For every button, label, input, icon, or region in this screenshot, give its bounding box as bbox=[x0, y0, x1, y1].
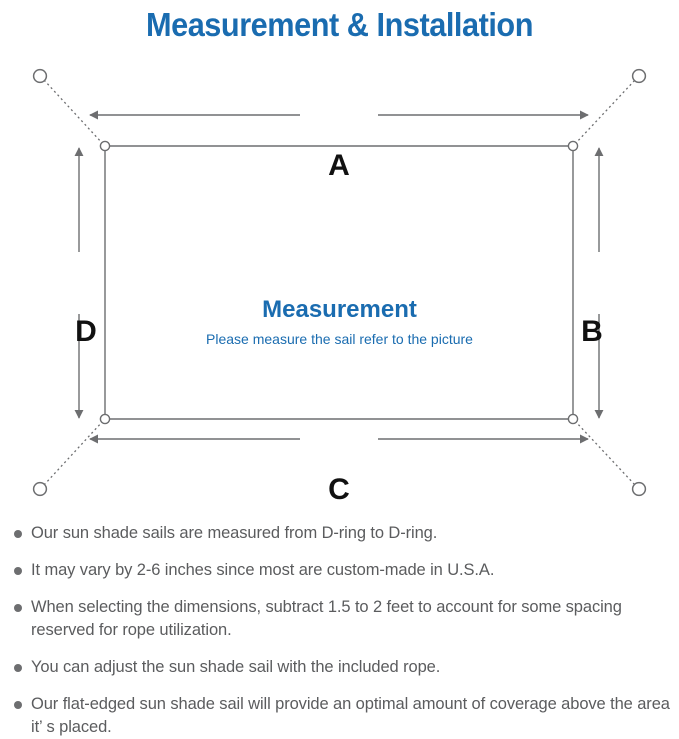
list-item: Our sun shade sails are measured from D-… bbox=[0, 522, 679, 545]
d-ring-bottom-right bbox=[567, 413, 579, 425]
measurement-diagram: Measurement Please measure the sail refe… bbox=[0, 52, 679, 512]
anchor-point-bottom-right bbox=[631, 481, 647, 497]
diagram-center-subtext: Please measure the sail refer to the pic… bbox=[206, 331, 473, 347]
sail-rectangle bbox=[104, 145, 574, 420]
bullet-dot-icon bbox=[14, 664, 22, 672]
page-title: Measurement & Installation bbox=[146, 6, 533, 43]
dimension-label-b: B bbox=[581, 315, 603, 348]
list-item-text: You can adjust the sun shade sail with t… bbox=[31, 658, 441, 676]
list-item: Our flat-edged sun shade sail will provi… bbox=[0, 693, 679, 739]
d-ring-top-left bbox=[99, 140, 111, 152]
list-item-text: It may vary by 2-6 inches since most are… bbox=[31, 561, 495, 579]
list-item-text: Our sun shade sails are measured from D-… bbox=[31, 524, 438, 542]
rope-line-top-right bbox=[574, 79, 636, 145]
rope-line-bottom-left bbox=[43, 420, 104, 486]
d-ring-top-right bbox=[567, 140, 579, 152]
d-rings bbox=[99, 140, 579, 425]
dimension-label-d: D bbox=[75, 315, 97, 348]
bullet-dot-icon bbox=[14, 604, 22, 612]
anchor-points bbox=[32, 68, 647, 497]
list-item: You can adjust the sun shade sail with t… bbox=[0, 656, 679, 679]
diagram-center-heading: Measurement bbox=[262, 296, 417, 323]
bullet-dot-icon bbox=[14, 701, 22, 709]
bullet-dot-icon bbox=[14, 567, 22, 575]
d-ring-bottom-left bbox=[99, 413, 111, 425]
list-item-text: When selecting the dimensions, subtract … bbox=[31, 598, 622, 639]
notes-list: Our sun shade sails are measured from D-… bbox=[0, 522, 679, 739]
rope-lines bbox=[43, 79, 636, 486]
rope-line-top-left bbox=[43, 79, 104, 145]
anchor-point-top-left bbox=[32, 68, 48, 84]
list-item: When selecting the dimensions, subtract … bbox=[0, 596, 679, 642]
dimension-label-c: C bbox=[328, 473, 350, 506]
list-item-text: Our flat-edged sun shade sail will provi… bbox=[31, 695, 670, 736]
anchor-point-bottom-left bbox=[32, 481, 48, 497]
dimension-label-a: A bbox=[328, 149, 350, 182]
bullet-dot-icon bbox=[14, 530, 22, 538]
list-item: It may vary by 2-6 inches since most are… bbox=[0, 559, 679, 582]
anchor-point-top-right bbox=[631, 68, 647, 84]
rope-line-bottom-right bbox=[574, 420, 636, 486]
